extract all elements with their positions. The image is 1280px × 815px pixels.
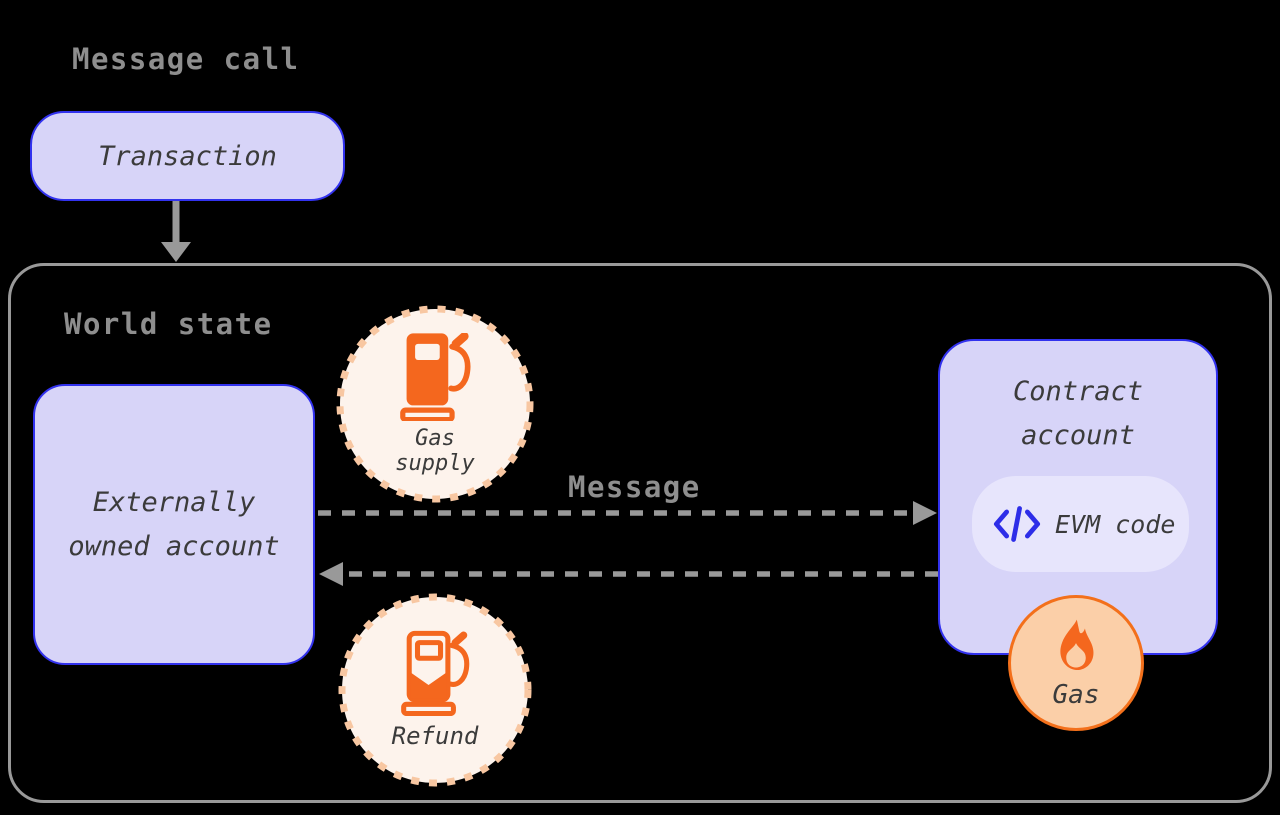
- refund-label: Refund: [391, 722, 479, 750]
- transaction-node: Transaction: [30, 111, 345, 201]
- gas-supply-label-line-1: Gas: [415, 425, 455, 451]
- externally-owned-account-node: Externally owned account: [33, 384, 315, 665]
- transaction-label: Transaction: [98, 140, 277, 172]
- world-state-container: World state: [8, 263, 1272, 803]
- code-icon: [993, 506, 1041, 542]
- gas-supply-label-line-2: supply: [395, 450, 475, 476]
- gas-badge: Gas: [1008, 595, 1144, 731]
- world-state-label: World state: [64, 307, 273, 341]
- flame-icon: [1060, 619, 1094, 670]
- evm-code-label: EVM code: [1055, 509, 1176, 539]
- gas-supply-content: Gas supply: [395, 332, 475, 476]
- contract-label-line-2: account: [1021, 420, 1135, 451]
- gas-supply-label: Gas supply: [395, 426, 474, 476]
- gas-label: Gas: [1052, 679, 1100, 710]
- refund-badge: Refund: [337, 592, 533, 788]
- transaction-to-world-arrow: [161, 201, 191, 262]
- gas-pump-outline-icon: [401, 630, 470, 716]
- gas-supply-badge: Gas supply: [335, 304, 535, 504]
- page-title: Message call: [72, 42, 300, 76]
- message-arrow-label: Message: [568, 470, 701, 504]
- eoa-label: Externally owned account: [68, 481, 279, 569]
- contract-label: Contract account: [940, 370, 1216, 458]
- refund-content: Refund: [391, 630, 479, 750]
- evm-code-pill: EVM code: [972, 476, 1189, 572]
- eoa-label-line-1: Externally: [92, 486, 256, 518]
- contract-label-line-1: Contract: [1012, 376, 1144, 407]
- gas-badge-content: Gas: [1050, 617, 1102, 710]
- eoa-label-line-2: owned account: [68, 530, 280, 562]
- gas-pump-icon: [400, 332, 471, 421]
